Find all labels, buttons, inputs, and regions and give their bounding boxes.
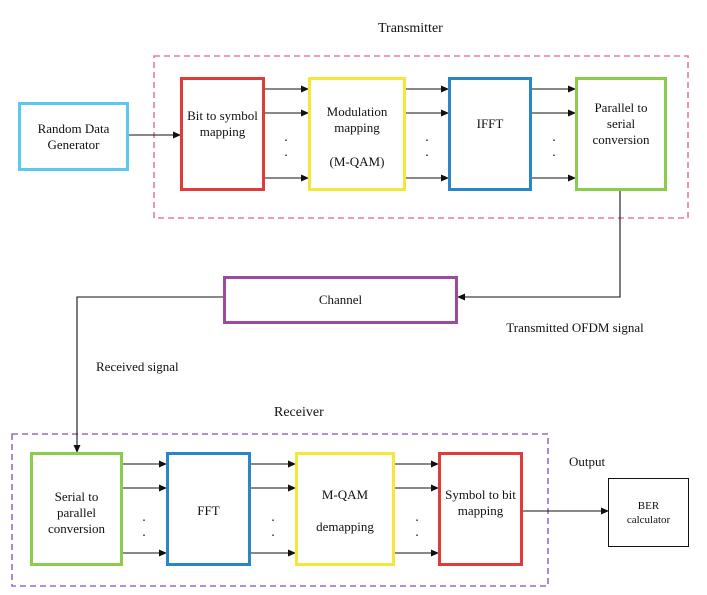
- transmitted-signal-label: Transmitted OFDM signal: [506, 320, 644, 335]
- received-signal-label: Received signal: [96, 359, 179, 374]
- arrow-ps-to-channel: [457, 191, 621, 301]
- bit-to-symbol-block: Bit to symbol mapping: [180, 77, 265, 191]
- ellipsis-fft: . .: [271, 510, 275, 540]
- modulation-mapping-label: Modulation mapping: [326, 104, 388, 135]
- random-data-generator-block: Random Data Generator: [18, 102, 129, 171]
- modulation-mapping-block: Modulation mapping (M-QAM): [308, 77, 406, 191]
- bit-to-symbol-label: Bit to symbol mapping: [187, 108, 258, 139]
- fft-label: FFT: [197, 503, 220, 518]
- random-data-generator-label: Random Data Generator: [37, 120, 110, 152]
- output-label: Output: [569, 454, 606, 469]
- transmitter-frame: [153, 55, 689, 219]
- symbol-to-bit-label: Symbol to bit mapping: [445, 487, 516, 518]
- receiver-title: Receiver: [274, 405, 324, 420]
- ellipsis-ifft: . .: [552, 130, 556, 160]
- ellipsis-s2p: . .: [142, 510, 146, 540]
- serial-to-parallel-label: Serial to parallel conversion: [47, 489, 106, 536]
- parallel-to-serial-label: Parallel to serial conversion: [592, 100, 650, 147]
- ellipsis-bitmap: . .: [284, 130, 288, 160]
- fft-block: FFT: [166, 452, 251, 566]
- symbol-to-bit-block: Symbol to bit mapping: [438, 452, 523, 566]
- channel-block: Channel: [223, 276, 458, 324]
- ifft-block: IFFT: [448, 77, 532, 191]
- arrow-channel-to-s2p: [73, 296, 223, 453]
- receiver-frame: [11, 433, 549, 587]
- mqam-demapping-block: M-QAM demapping: [295, 452, 395, 566]
- parallel-to-serial-block: Parallel to serial conversion: [575, 77, 667, 191]
- ber-calculator-block: BER calculator: [608, 478, 689, 547]
- channel-label: Channel: [318, 292, 363, 307]
- ellipsis-modulation: . .: [425, 130, 429, 160]
- ber-calculator-label: BER calculator: [626, 499, 671, 526]
- transmitter-title: Transmitter: [378, 21, 443, 36]
- ellipsis-demapping: . .: [415, 510, 419, 540]
- mqam-demapping-label: M-QAM demapping: [316, 487, 374, 534]
- connections: [73, 85, 621, 557]
- modulation-mqam-label: (M-QAM): [329, 154, 385, 169]
- ifft-label: IFFT: [476, 116, 504, 131]
- serial-to-parallel-block: Serial to parallel conversion: [30, 452, 123, 566]
